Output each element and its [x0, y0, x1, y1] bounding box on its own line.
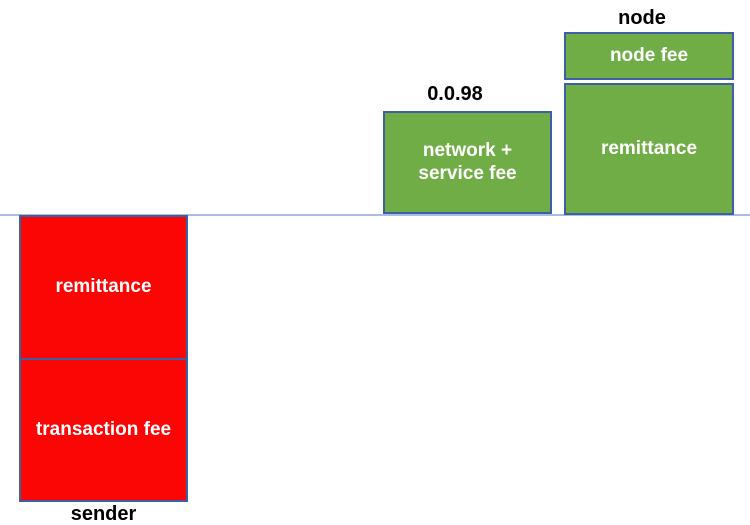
sender-remittance-label: remittance — [55, 276, 152, 298]
node-column-label: node — [618, 7, 666, 29]
node-fee-box: node fee — [564, 32, 734, 80]
fee-account-column-label: 0.0.98 — [427, 83, 483, 105]
sender-column-label: sender — [70, 503, 137, 525]
sender-remittance-box: remittance — [21, 217, 186, 358]
node-remittance-box: remittance — [564, 83, 734, 215]
sender-transaction-fee-label: transaction fee — [35, 418, 172, 440]
baseline-divider — [0, 214, 750, 216]
node-remittance-label: remittance — [600, 137, 698, 159]
network-service-fee-label: network + service fee — [418, 140, 517, 184]
network-service-fee-box: network + service fee — [383, 111, 552, 214]
sender-stack: remittance transaction fee — [19, 215, 188, 502]
node-fee-label: node fee — [609, 44, 689, 66]
sender-transaction-fee-box: transaction fee — [21, 358, 186, 500]
